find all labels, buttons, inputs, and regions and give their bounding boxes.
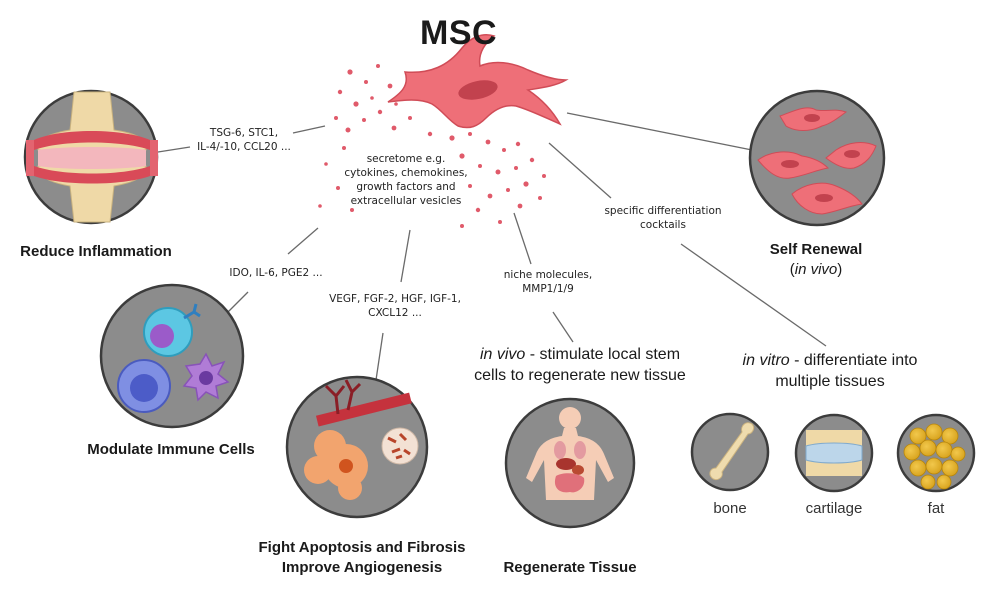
- immune-factors: IDO, IL-6, PGE2 ...: [229, 267, 323, 279]
- line-regenerate-a: [513, 212, 532, 265]
- in-vivo-term: in vivo: [479, 346, 526, 363]
- in-vivo-description: in vivo - stimulate local stem cells to …: [452, 344, 708, 386]
- differentiation-factors-line-2: cocktails: [640, 219, 686, 231]
- line-differentiation-a: [548, 142, 612, 199]
- reduce-inflammation-label: Reduce Inflammation: [20, 243, 172, 260]
- apoptosis-fibrosis-icon: [285, 375, 429, 519]
- line-self-renewal: [566, 112, 753, 151]
- line-immune-a: [287, 227, 319, 255]
- modulate-immune-cells-label: Modulate Immune Cells: [87, 441, 255, 458]
- line-apoptosis-a: [400, 229, 411, 283]
- self-renewal-label-text: Self Renewal: [769, 241, 863, 258]
- bone-label: bone: [713, 500, 747, 517]
- in-vitro-description-line-2: multiple tissues: [775, 373, 885, 390]
- regenerate-factors: niche molecules, MMP1/1/9: [488, 268, 608, 296]
- fat-icon: [896, 413, 976, 493]
- regenerate-factors-line-1: niche molecules,: [503, 269, 593, 281]
- inflammation-factors-line-2: IL-4/-10, CCL20 ...: [197, 141, 291, 153]
- secretome-dots: [318, 64, 546, 228]
- fight-apoptosis-label-line-1: Fight Apoptosis and Fibrosis: [258, 539, 466, 556]
- self-renewal-icon: [748, 89, 886, 227]
- improve-angiogenesis-label-line-2: Improve Angiogenesis: [281, 559, 443, 576]
- line-regenerate-b: [552, 311, 574, 343]
- inflammation-factors-line-1: TSG-6, STC1,: [209, 127, 279, 139]
- self-renewal-label: Self Renewal (in vivo): [746, 240, 886, 280]
- line-differentiation-b: [680, 243, 827, 347]
- joint-icon: [23, 89, 159, 225]
- self-renewal-in-vivo: in vivo: [794, 261, 838, 278]
- self-renewal-sub: (in vivo): [746, 260, 886, 280]
- line-inflammation-b: [292, 125, 326, 134]
- in-vitro-desc-rest: - differentiate into: [789, 352, 918, 369]
- immune-cells-icon: [99, 283, 245, 429]
- in-vivo-desc-rest: - stimulate local stem: [525, 346, 681, 363]
- apoptosis-factors-line-1: VEGF, FGF-2, HGF, IGF-1,: [329, 293, 461, 305]
- self-renewal-paren-close: ): [837, 261, 843, 278]
- regenerate-factors-line-2: MMP1/1/9: [522, 283, 574, 295]
- secretome-line-4: extracellular vesicles: [350, 195, 462, 207]
- inflammation-factors: TSG-6, STC1, IL-4/-10, CCL20 ...: [192, 126, 296, 154]
- line-apoptosis-b: [375, 332, 384, 381]
- secretome-line-3: growth factors and: [356, 181, 456, 193]
- fat-label: fat: [927, 500, 945, 517]
- differentiation-factors-line-1: specific differentiation: [604, 205, 722, 217]
- in-vitro-description-line-1: in vitro - differentiate into: [730, 350, 930, 371]
- regenerate-tissue-label: Regenerate Tissue: [503, 559, 637, 576]
- in-vivo-description-line-2: cells to regenerate new tissue: [474, 367, 686, 384]
- bone-icon: [690, 412, 770, 492]
- in-vitro-term: in vitro: [742, 352, 790, 369]
- cartilage-label: cartilage: [805, 500, 863, 517]
- cartilage-icon: [794, 413, 874, 493]
- fight-apoptosis-label: Fight Apoptosis and Fibrosis Improve Ang…: [246, 538, 478, 578]
- in-vitro-description: in vitro - differentiate into multiple t…: [730, 350, 930, 392]
- apoptosis-factors: VEGF, FGF-2, HGF, IGF-1, CXCL12 ...: [318, 292, 472, 320]
- in-vivo-description-line-1: in vivo - stimulate local stem: [452, 344, 708, 365]
- diagram-title: MSC: [420, 14, 498, 52]
- msc-cell-icon: [387, 34, 569, 129]
- differentiation-factors: specific differentiation cocktails: [600, 204, 726, 232]
- secretome-text: secretome e.g. cytokines, chemokines, gr…: [322, 152, 490, 208]
- apoptosis-factors-line-2: CXCL12 ...: [368, 307, 422, 319]
- human-body-icon: [504, 397, 636, 529]
- connector-lines: [157, 112, 827, 381]
- line-inflammation-a: [157, 146, 191, 153]
- secretome-line-1: secretome e.g.: [366, 153, 446, 165]
- secretome-line-2: cytokines, chemokines,: [344, 167, 468, 179]
- self-renewal-paren-open: (: [789, 261, 795, 278]
